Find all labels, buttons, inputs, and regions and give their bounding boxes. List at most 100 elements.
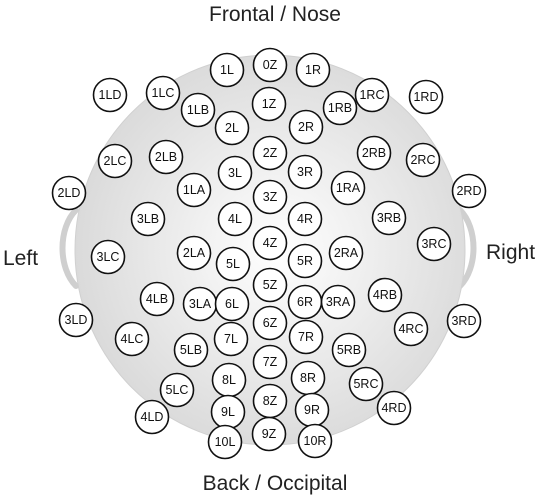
electrode-label: 1RB — [328, 101, 352, 115]
electrode-marker — [348, 366, 384, 402]
electrode-1rc: 1RC — [354, 77, 390, 113]
electrode-4lc: 4LC — [114, 321, 150, 357]
electrode-label: 4Z — [263, 236, 278, 250]
electrode-label: 2RB — [362, 146, 386, 160]
electrode-marker — [97, 143, 133, 179]
electrode-2lc: 2LC — [97, 143, 133, 179]
electrode-marker — [287, 201, 323, 237]
electrode-marker — [180, 92, 216, 128]
electrode-label: 3LC — [97, 250, 120, 264]
electrode-4rc: 4RC — [393, 311, 429, 347]
electrode-label: 5R — [297, 254, 313, 268]
electrode-2r: 2R — [288, 109, 324, 145]
electrode-label: 4L — [228, 212, 242, 226]
electrode-label: 8L — [222, 373, 236, 387]
electrode-marker — [207, 424, 243, 460]
electrode-label: 5LB — [180, 343, 202, 357]
electrode-label: 6R — [297, 295, 313, 309]
electrode-label: 1Z — [262, 97, 277, 111]
electrode-marker — [114, 321, 150, 357]
electrode-label: 2LC — [104, 154, 127, 168]
electrode-marker — [217, 155, 253, 191]
electrode-label: 8Z — [263, 394, 278, 408]
electrode-marker — [173, 332, 209, 368]
electrode-marker — [251, 416, 287, 452]
electrode-5rc: 5RC — [348, 366, 384, 402]
electrode-label: 2RC — [410, 153, 435, 167]
electrode-4lb: 4LB — [139, 281, 175, 317]
electrode-9r: 9R — [294, 392, 330, 428]
electrode-marker — [297, 423, 333, 459]
electrode-marker — [252, 225, 288, 261]
electrode-marker — [213, 321, 249, 357]
electrode-label: 10R — [304, 434, 327, 448]
electrode-9z: 9Z — [251, 416, 287, 452]
electrode-label: 1L — [220, 63, 234, 77]
electrode-marker — [405, 142, 441, 178]
electrode-marker — [322, 90, 358, 126]
electrode-label: 3LB — [137, 212, 159, 226]
electrode-8z: 8Z — [252, 383, 288, 419]
electrode-marker — [451, 173, 487, 209]
electrode-label: 5RC — [353, 377, 378, 391]
electrode-label: 2LD — [58, 186, 81, 200]
electrode-label: 5L — [226, 257, 240, 271]
electrode-marker — [288, 109, 324, 145]
electrode-label: 4LB — [146, 292, 168, 306]
electrode-8r: 8R — [290, 360, 326, 396]
electrode-marker — [371, 200, 407, 236]
electrode-3ld: 3LD — [58, 302, 94, 338]
electrode-1ra: 1RA — [330, 170, 366, 206]
electrode-marker — [330, 170, 366, 206]
electrode-marker — [92, 77, 128, 113]
electrode-marker — [288, 319, 324, 355]
electrode-label: 3RA — [326, 295, 351, 309]
electrode-3lb: 3LB — [130, 201, 166, 237]
electrode-7z: 7Z — [252, 344, 288, 380]
electrode-marker — [416, 226, 452, 262]
electrode-1lb: 1LB — [180, 92, 216, 128]
electrode-2ra: 2RA — [328, 235, 364, 271]
electrode-1rd: 1RD — [408, 79, 444, 115]
electrode-6z: 6Z — [252, 305, 288, 341]
electrode-marker — [214, 286, 250, 322]
right-label: Right — [486, 241, 536, 264]
electrode-marker — [287, 243, 323, 279]
electrode-label: 3RB — [377, 211, 401, 225]
electrode-marker — [393, 311, 429, 347]
electrode-1rb: 1RB — [322, 90, 358, 126]
electrode-10l: 10L — [207, 424, 243, 460]
electrode-marker — [252, 305, 288, 341]
electrode-label: 1LD — [99, 88, 122, 102]
electrode-label: 5Z — [263, 278, 278, 292]
electrode-label: 8R — [300, 371, 316, 385]
electrode-2rd: 2RD — [451, 173, 487, 209]
electrode-marker — [328, 235, 364, 271]
electrode-5lc: 5LC — [159, 372, 195, 408]
electrode-label: 5LC — [166, 383, 189, 397]
electrode-1lc: 1LC — [145, 75, 181, 111]
electrode-label: 2Z — [263, 146, 278, 160]
electrode-4l: 4L — [217, 201, 253, 237]
electrode-2rc: 2RC — [405, 142, 441, 178]
electrode-marker — [214, 110, 250, 146]
electrode-label: 2L — [225, 121, 239, 135]
frontal-nose-label: Frontal / Nose — [209, 3, 341, 26]
electrode-marker — [252, 47, 288, 83]
electrode-3r: 3R — [287, 154, 323, 190]
electrode-3l: 3L — [217, 155, 253, 191]
electrode-label: 3Z — [263, 190, 278, 204]
electrode-4z: 4Z — [252, 225, 288, 261]
electrode-3ra: 3RA — [320, 284, 356, 320]
electrode-label: 4LC — [121, 332, 144, 346]
electrode-marker — [287, 154, 323, 190]
electrode-label: 9R — [304, 403, 320, 417]
electrode-5z: 5Z — [252, 267, 288, 303]
electrode-label: 4LD — [141, 410, 164, 424]
electrode-label: 4R — [297, 212, 313, 226]
electrode-marker — [148, 139, 184, 175]
electrode-marker — [176, 172, 212, 208]
electrode-marker — [139, 281, 175, 317]
electrode-2l: 2L — [214, 110, 250, 146]
